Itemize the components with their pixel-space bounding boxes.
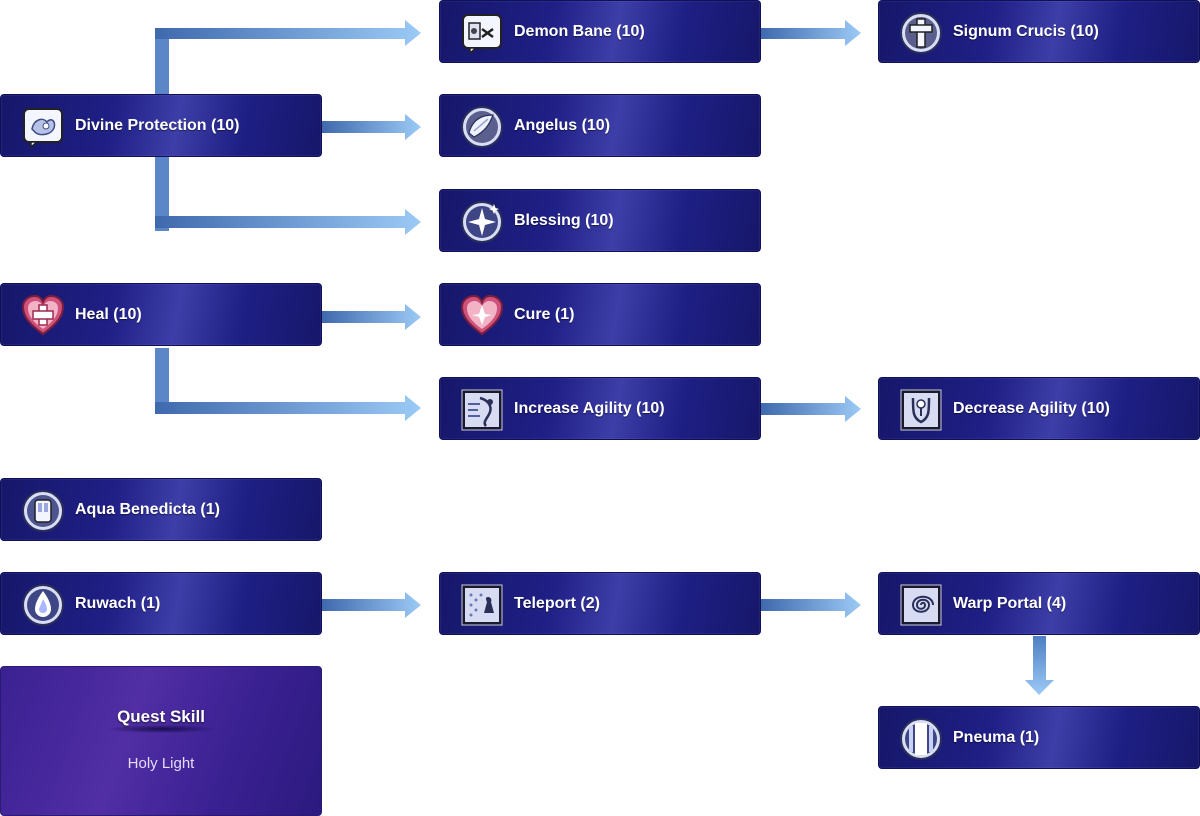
skill-node-aqua-benedicta[interactable]: Aqua Benedicta (1) bbox=[0, 478, 322, 541]
skill-label: Divine Protection (10) bbox=[75, 116, 240, 134]
skill-label: Warp Portal (4) bbox=[953, 594, 1067, 612]
skill-node-heal[interactable]: Heal (10) bbox=[0, 283, 322, 346]
skill-label: Demon Bane (10) bbox=[514, 22, 645, 40]
warp-portal-icon bbox=[899, 583, 943, 627]
tree-line bbox=[155, 157, 169, 231]
skill-label: Teleport (2) bbox=[514, 594, 600, 612]
skill-node-demon-bane[interactable]: Demon Bane (10) bbox=[439, 0, 761, 63]
skill-label: Signum Crucis (10) bbox=[953, 22, 1099, 40]
arrow-to-increase-agility bbox=[155, 395, 421, 421]
skill-node-blessing[interactable]: Blessing (10) bbox=[439, 189, 761, 252]
skill-label: Increase Agility (10) bbox=[514, 399, 665, 417]
arrow-to-teleport bbox=[322, 592, 421, 618]
skill-label: Cure (1) bbox=[514, 305, 575, 323]
divine-protection-icon bbox=[21, 105, 65, 149]
demon-bane-icon bbox=[460, 11, 504, 55]
skill-label: Decrease Agility (10) bbox=[953, 399, 1110, 417]
skill-label: Angelus (10) bbox=[514, 116, 611, 134]
quest-skill-title: Quest Skill bbox=[117, 707, 205, 726]
arrow-to-demon-bane bbox=[155, 20, 421, 46]
skill-node-signum-crucis[interactable]: Signum Crucis (10) bbox=[878, 0, 1200, 63]
heal-icon bbox=[21, 294, 65, 338]
arrow-to-blessing bbox=[155, 209, 421, 235]
arrow-to-warp-portal bbox=[761, 592, 861, 618]
pneuma-icon bbox=[899, 717, 943, 761]
skill-node-ruwach[interactable]: Ruwach (1) bbox=[0, 572, 322, 635]
skill-node-warp-portal[interactable]: Warp Portal (4) bbox=[878, 572, 1200, 635]
arrow-to-cure bbox=[322, 304, 421, 330]
quest-title-underline bbox=[109, 725, 215, 733]
quest-skill-panel: Quest Skill Holy Light bbox=[0, 666, 322, 816]
quest-skill-name: Holy Light bbox=[127, 755, 195, 772]
ruwach-icon bbox=[21, 583, 65, 627]
cross-icon bbox=[899, 11, 943, 55]
skill-label: Pneuma (1) bbox=[953, 728, 1040, 746]
arrow-to-signum-crucis bbox=[761, 20, 861, 46]
cure-icon bbox=[460, 294, 504, 338]
angelus-icon bbox=[460, 105, 504, 149]
skill-label: Aqua Benedicta (1) bbox=[75, 500, 220, 518]
skill-node-increase-agility[interactable]: Increase Agility (10) bbox=[439, 377, 761, 440]
skill-label: Heal (10) bbox=[75, 305, 142, 323]
skill-node-teleport[interactable]: Teleport (2) bbox=[439, 572, 761, 635]
aqua-benedicta-icon bbox=[21, 489, 65, 533]
tree-line bbox=[155, 348, 169, 406]
tree-line bbox=[155, 29, 169, 95]
arrow-to-pneuma bbox=[1025, 636, 1054, 695]
skill-label: Blessing (10) bbox=[514, 211, 614, 229]
skill-label: Ruwach (1) bbox=[75, 594, 161, 612]
arrow-to-decrease-agility bbox=[761, 396, 861, 422]
teleport-icon bbox=[460, 583, 504, 627]
blessing-icon bbox=[460, 200, 504, 244]
increase-agility-icon bbox=[460, 388, 504, 432]
decrease-agility-icon bbox=[899, 388, 943, 432]
skill-node-divine-protection[interactable]: Divine Protection (10) bbox=[0, 94, 322, 157]
skill-node-pneuma[interactable]: Pneuma (1) bbox=[878, 706, 1200, 769]
skill-node-cure[interactable]: Cure (1) bbox=[439, 283, 761, 346]
skill-node-angelus[interactable]: Angelus (10) bbox=[439, 94, 761, 157]
arrow-to-angelus bbox=[322, 114, 421, 140]
skill-node-decrease-agility[interactable]: Decrease Agility (10) bbox=[878, 377, 1200, 440]
